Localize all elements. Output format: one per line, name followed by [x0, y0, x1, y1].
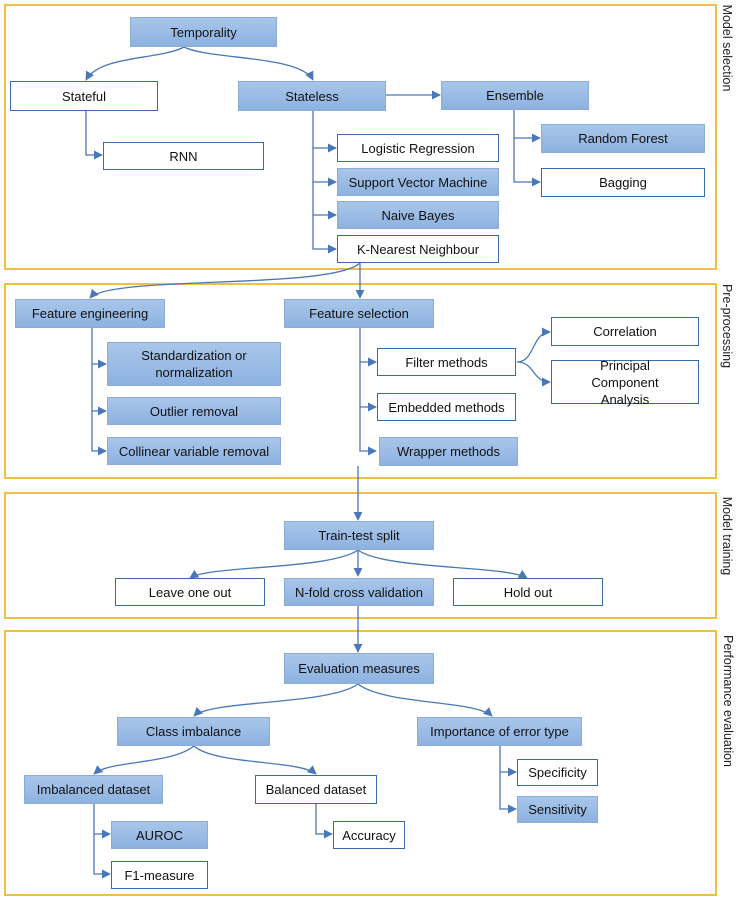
edge-fe-collinear: [91, 411, 107, 456]
edge-stateless-svm: [312, 148, 337, 187]
edge-stateful-rnn: [85, 111, 103, 160]
edge-stateless-nb: [312, 182, 337, 220]
node-embedded-methods: Embedded methods: [377, 393, 516, 421]
node-leave-one-out: Leave one out: [115, 578, 265, 606]
edge-ensemble-bagging: [513, 138, 541, 187]
node-hold-out: Hold out: [453, 578, 603, 606]
section-model-training: [4, 492, 717, 619]
node-feature-engineering: Feature engineering: [15, 299, 165, 328]
node-temporality: Temporality: [130, 17, 277, 47]
edge-tts-loo: [189, 549, 359, 579]
edge-eval-error: [357, 683, 493, 717]
edge-tts-holdout: [357, 549, 528, 579]
edge-stateless-lr: [312, 111, 337, 153]
section-performance-evaluation: [4, 630, 717, 896]
edge-temporality-stateful: [85, 46, 185, 81]
node-accuracy: Accuracy: [333, 821, 405, 849]
node-svm: Support Vector Machine: [337, 168, 499, 196]
node-standardization: Standardization or normalization: [107, 342, 281, 386]
node-stateless: Stateless: [238, 81, 386, 111]
edge-stateless-knn: [312, 215, 337, 254]
edge-filter-correlation: [516, 327, 551, 363]
node-wrapper-methods: Wrapper methods: [379, 437, 518, 466]
node-knn: K-Nearest Neighbour: [337, 235, 499, 263]
node-rnn: RNN: [103, 142, 264, 170]
edge-ensemble-rf: [513, 110, 541, 143]
edge-class-balanced: [193, 745, 317, 775]
node-n-fold-cv: N-fold cross validation: [284, 578, 434, 606]
node-outlier-removal: Outlier removal: [107, 397, 281, 425]
node-train-test-split: Train-test split: [284, 521, 434, 550]
node-importance-error-type: Importance of error type: [417, 717, 582, 746]
edge-err-specificity: [499, 746, 517, 777]
edge-temporality-stateless: [183, 46, 314, 81]
edge-fs-wrapper: [359, 407, 377, 456]
node-auroc: AUROC: [111, 821, 208, 849]
node-balanced-dataset: Balanced dataset: [255, 775, 377, 804]
node-naive-bayes: Naive Bayes: [337, 201, 499, 229]
node-collinear-removal: Collinear variable removal: [107, 437, 281, 465]
node-feature-selection: Feature selection: [284, 299, 434, 328]
node-f1-measure: F1-measure: [111, 861, 208, 889]
edge-fs-filter: [359, 328, 377, 367]
node-sensitivity: Sensitivity: [517, 796, 598, 823]
edge-knn-feature-engineering: [89, 262, 361, 299]
node-ensemble: Ensemble: [441, 81, 589, 110]
edge-imb-f1: [93, 834, 111, 879]
node-pca: Principal Component Analysis: [551, 358, 699, 407]
edge-imb-auroc: [93, 804, 111, 839]
edge-err-sensitivity: [499, 772, 517, 814]
edge-bal-accuracy: [315, 804, 333, 839]
edge-fs-embedded: [359, 362, 377, 412]
edge-filter-pca: [516, 361, 551, 387]
node-stateful: Stateful: [10, 81, 158, 111]
node-class-imbalance: Class imbalance: [117, 717, 270, 746]
edge-fe-standardization: [91, 328, 107, 369]
node-logistic-regression: Logistic Regression: [337, 134, 499, 162]
node-specificity: Specificity: [517, 759, 598, 786]
node-bagging: Bagging: [541, 168, 705, 197]
edge-eval-class: [193, 683, 359, 717]
edge-fe-outlier: [91, 364, 107, 416]
node-imbalanced-dataset: Imbalanced dataset: [24, 775, 163, 804]
node-random-forest: Random Forest: [541, 124, 705, 153]
node-correlation: Correlation: [551, 317, 699, 346]
node-evaluation-measures: Evaluation measures: [284, 653, 434, 684]
edge-class-imbalanced: [93, 745, 195, 775]
node-filter-methods: Filter methods: [377, 348, 516, 376]
